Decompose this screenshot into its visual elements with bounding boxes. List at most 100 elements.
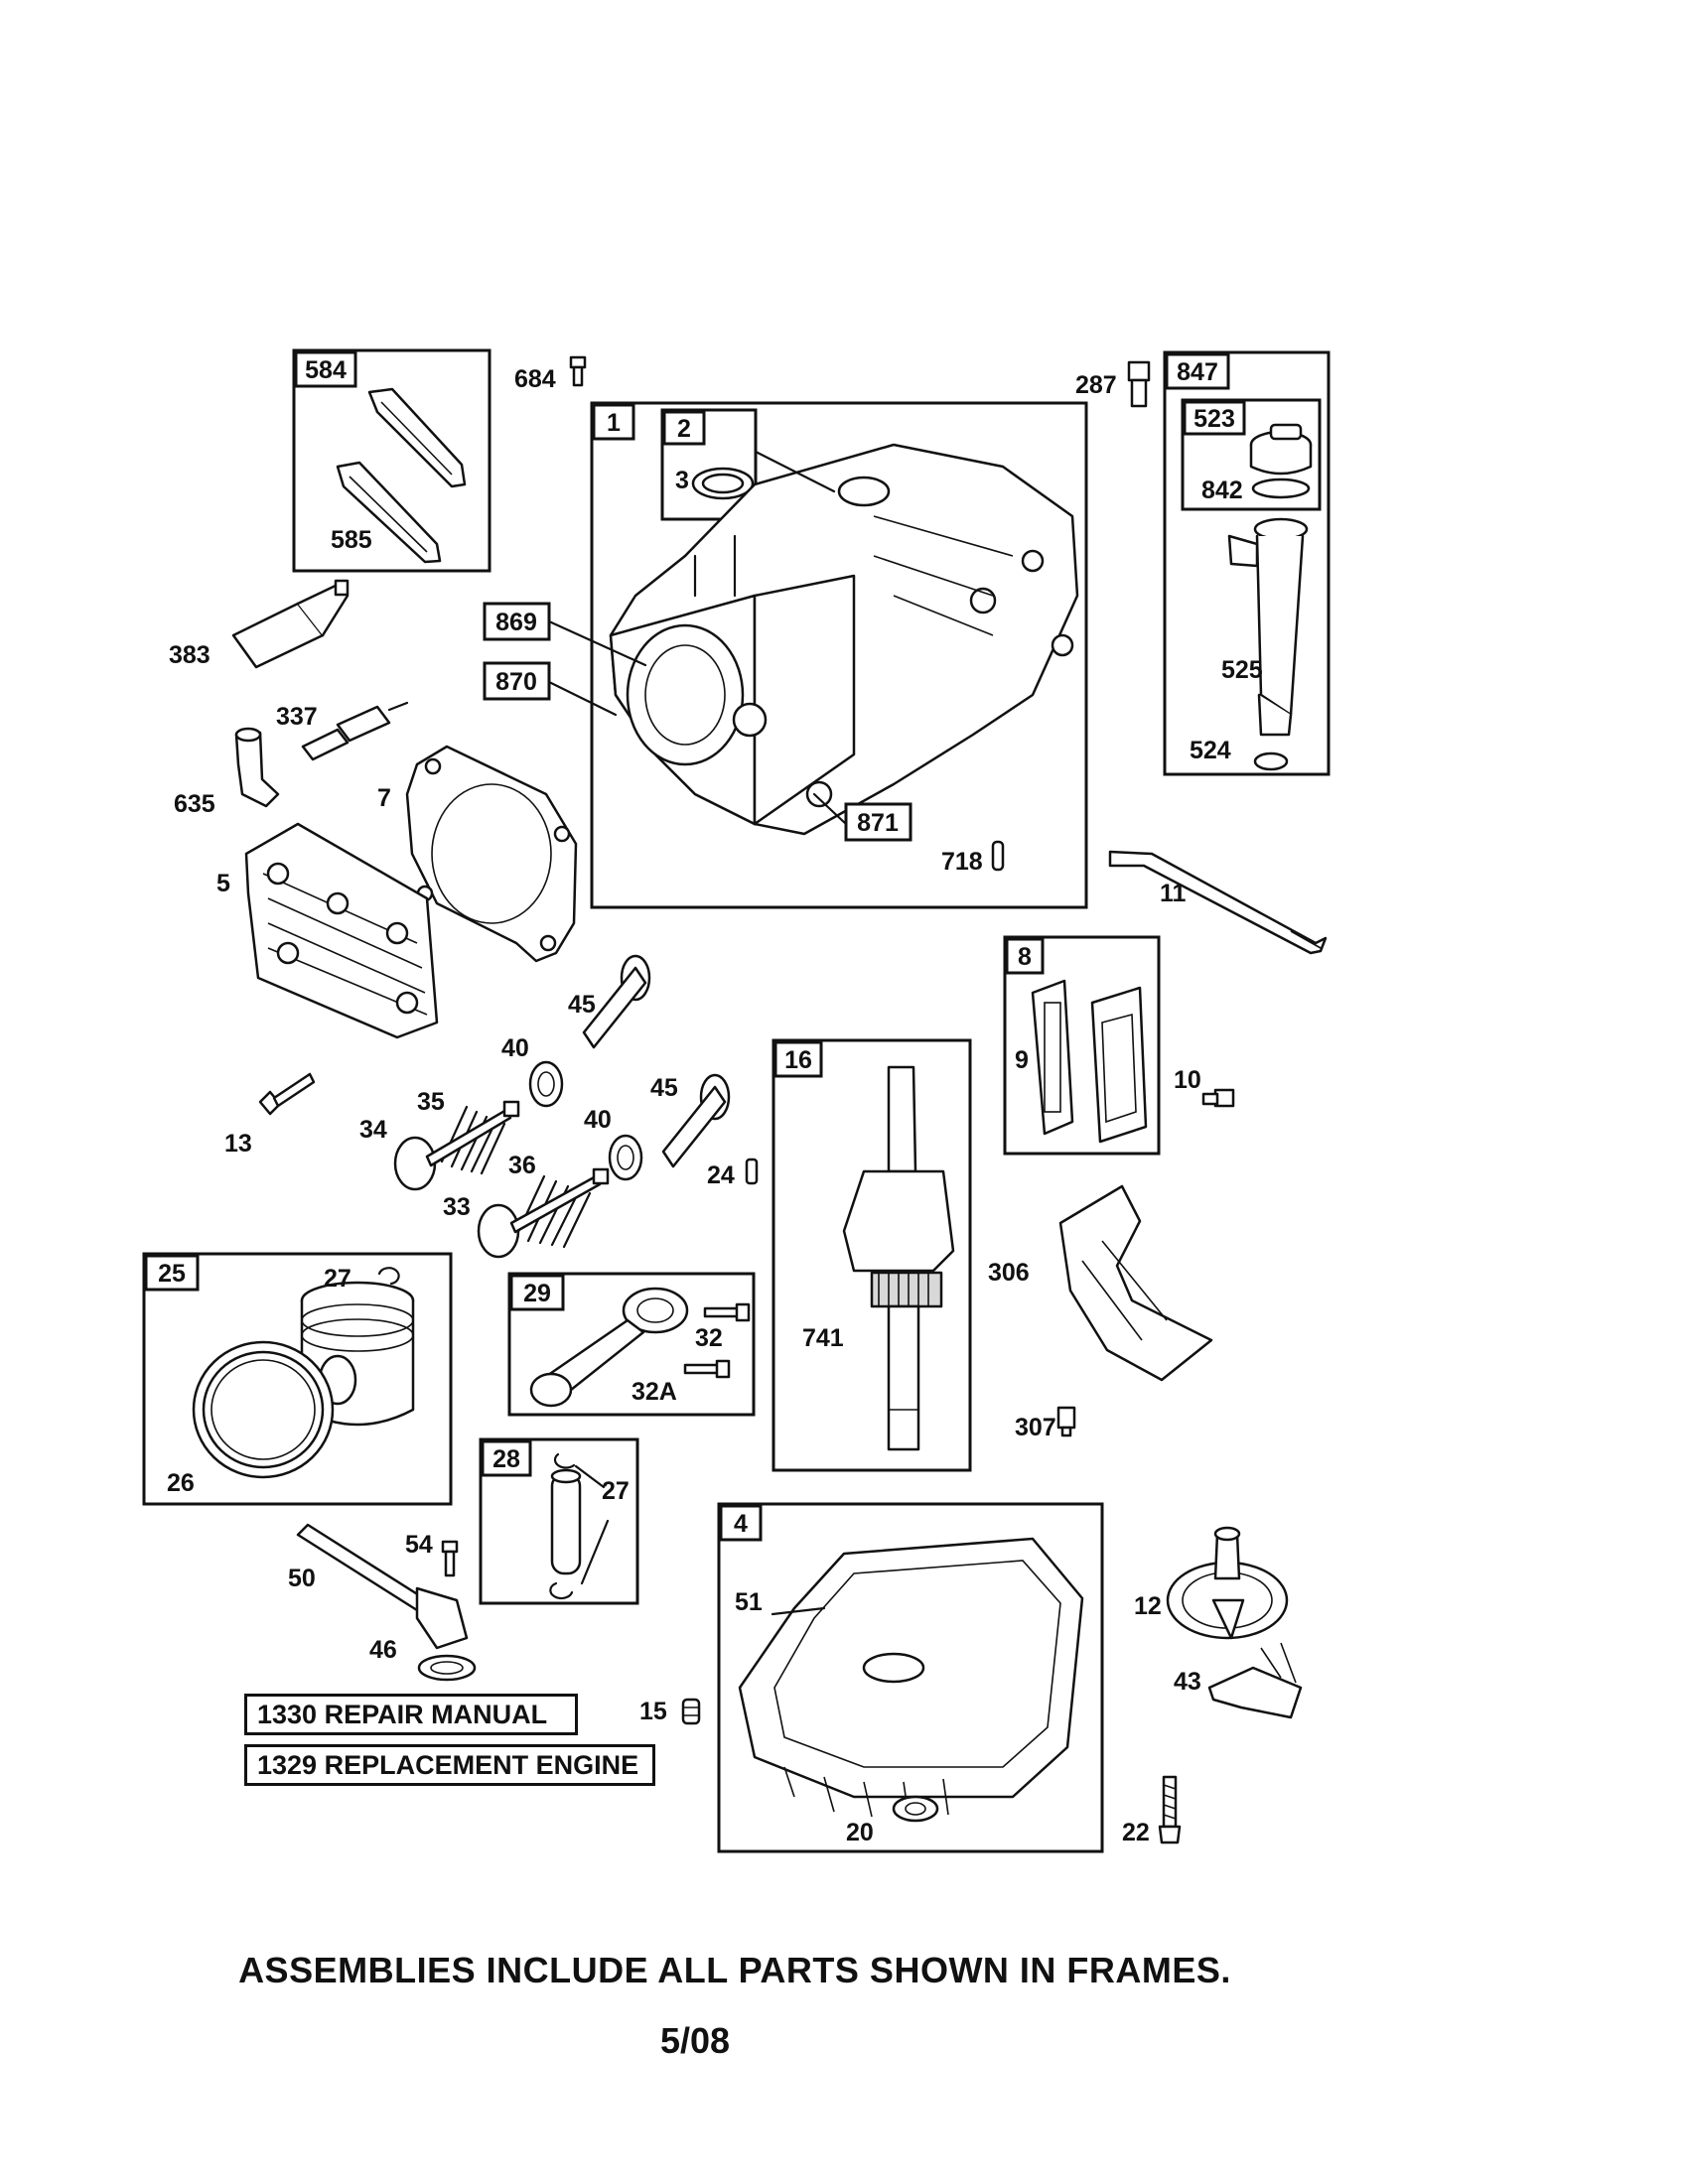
tag-523: 523 bbox=[1193, 405, 1235, 433]
dipstick-tube-525 bbox=[1227, 517, 1309, 737]
breather-cover-8 bbox=[1090, 986, 1148, 1144]
label-585: 585 bbox=[331, 526, 372, 554]
bolt-22 bbox=[1158, 1775, 1182, 1844]
screw-54 bbox=[441, 1540, 459, 1577]
gasket-51 bbox=[417, 1654, 477, 1682]
piston-rings-26 bbox=[192, 1340, 335, 1479]
valve-33 bbox=[477, 1167, 610, 1259]
tag-871: 871 bbox=[857, 809, 899, 837]
frame-8 bbox=[1003, 935, 1161, 1156]
retainer-40-upper bbox=[528, 1060, 564, 1108]
label-20: 20 bbox=[846, 1819, 874, 1846]
assembly-frames bbox=[142, 348, 1331, 1853]
frame-16 bbox=[772, 1038, 972, 1472]
label-32: 32 bbox=[695, 1324, 723, 1352]
tag-16: 16 bbox=[784, 1046, 812, 1074]
spark-plug-boot-635 bbox=[234, 727, 280, 808]
rocker-cover-gasket-585 bbox=[336, 461, 442, 564]
frame-25 bbox=[142, 1252, 453, 1506]
frame-2 bbox=[660, 408, 758, 521]
label-43: 43 bbox=[1174, 1668, 1201, 1696]
label-35: 35 bbox=[417, 1088, 445, 1116]
circlip-27-lower bbox=[549, 1581, 574, 1600]
rod-11 bbox=[1108, 850, 1328, 955]
label-22: 22 bbox=[1122, 1819, 1150, 1846]
oil-seal-3 bbox=[691, 467, 755, 500]
label-11: 11 bbox=[1160, 880, 1187, 907]
replacement-engine-box: 1329 REPLACEMENT ENGINE bbox=[244, 1744, 655, 1786]
tool-383 bbox=[231, 579, 350, 669]
cam-gear-46 bbox=[1166, 1526, 1289, 1640]
dowel-pin-718 bbox=[991, 840, 1005, 872]
label-24: 24 bbox=[707, 1161, 735, 1189]
crankcase-cover-4 bbox=[738, 1537, 1084, 1818]
rocker-stud-45-lower bbox=[661, 1073, 731, 1168]
label-3: 3 bbox=[675, 467, 689, 494]
leader-27 bbox=[574, 1464, 610, 1585]
label-718: 718 bbox=[941, 848, 983, 876]
label-54: 54 bbox=[405, 1531, 433, 1559]
label-27-pin: 27 bbox=[602, 1477, 630, 1505]
tag-847: 847 bbox=[1177, 358, 1218, 386]
connecting-rod-29 bbox=[529, 1287, 689, 1408]
oring-842 bbox=[1251, 478, 1311, 499]
label-51: 46 bbox=[369, 1636, 397, 1664]
tag-1: 1 bbox=[607, 409, 621, 437]
screw-307 bbox=[1056, 1406, 1076, 1437]
oring-524 bbox=[1253, 751, 1289, 771]
label-40-lower: 40 bbox=[584, 1106, 612, 1134]
label-40-upper: 40 bbox=[501, 1034, 529, 1062]
page-date: 5/08 bbox=[659, 2020, 731, 2061]
plug-287 bbox=[1127, 360, 1151, 408]
bolt-32A bbox=[683, 1359, 731, 1379]
leader-869 bbox=[547, 619, 647, 667]
tube-50 bbox=[296, 1523, 469, 1650]
label-34: 34 bbox=[359, 1116, 387, 1144]
leader-870 bbox=[547, 680, 618, 717]
label-287: 287 bbox=[1075, 371, 1117, 399]
gasket-9 bbox=[1031, 979, 1074, 1136]
label-525: 525 bbox=[1221, 656, 1263, 684]
label-635: 635 bbox=[174, 790, 215, 818]
label-13: 13 bbox=[224, 1130, 252, 1158]
leader-12 bbox=[771, 1606, 826, 1616]
bolt-32 bbox=[703, 1302, 751, 1322]
label-36: 36 bbox=[508, 1152, 536, 1179]
label-383: 383 bbox=[169, 641, 210, 669]
framed-tags: 584 1 2 847 523 869 870 871 8 16 25 29 2… bbox=[144, 350, 1246, 1542]
tag-28: 28 bbox=[492, 1445, 520, 1473]
label-684: 684 bbox=[514, 365, 556, 393]
governor-43 bbox=[1207, 1642, 1303, 1719]
label-50: 50 bbox=[288, 1565, 316, 1592]
rocker-stud-45-upper bbox=[582, 954, 651, 1049]
label-33: 33 bbox=[443, 1193, 471, 1221]
tag-4: 4 bbox=[734, 1510, 748, 1538]
frame-29 bbox=[507, 1272, 756, 1417]
screw-684 bbox=[569, 355, 587, 387]
frame-4 bbox=[717, 1502, 1104, 1853]
tag-870: 870 bbox=[495, 668, 537, 696]
label-842: 842 bbox=[1201, 477, 1243, 504]
label-15: 15 bbox=[639, 1698, 667, 1725]
footer-note: ASSEMBLIES INCLUDE ALL PARTS SHOWN IN FR… bbox=[238, 1950, 1231, 1990]
label-46: 12 bbox=[1134, 1592, 1162, 1620]
label-45-upper: 45 bbox=[568, 991, 596, 1019]
head-gasket-7 bbox=[405, 745, 578, 963]
plug-15 bbox=[681, 1698, 701, 1725]
circlip-27-piston bbox=[377, 1267, 400, 1286]
leader-871 bbox=[812, 792, 848, 826]
oil-seal-20 bbox=[892, 1795, 939, 1823]
repair-manual-box: 1330 REPAIR MANUAL bbox=[244, 1694, 578, 1735]
bolt-13 bbox=[258, 1072, 316, 1116]
shield-306 bbox=[1058, 1184, 1213, 1382]
frame-584 bbox=[292, 348, 491, 573]
leader-2 bbox=[754, 450, 836, 493]
spark-plug-337 bbox=[301, 701, 409, 761]
crankshaft-741 bbox=[842, 1065, 955, 1451]
tag-584: 584 bbox=[305, 356, 347, 384]
tag-2: 2 bbox=[677, 415, 691, 443]
frame-28 bbox=[479, 1437, 639, 1605]
label-306: 306 bbox=[988, 1259, 1030, 1287]
label-741: 741 bbox=[802, 1324, 844, 1352]
label-45-lower: 45 bbox=[650, 1074, 678, 1102]
